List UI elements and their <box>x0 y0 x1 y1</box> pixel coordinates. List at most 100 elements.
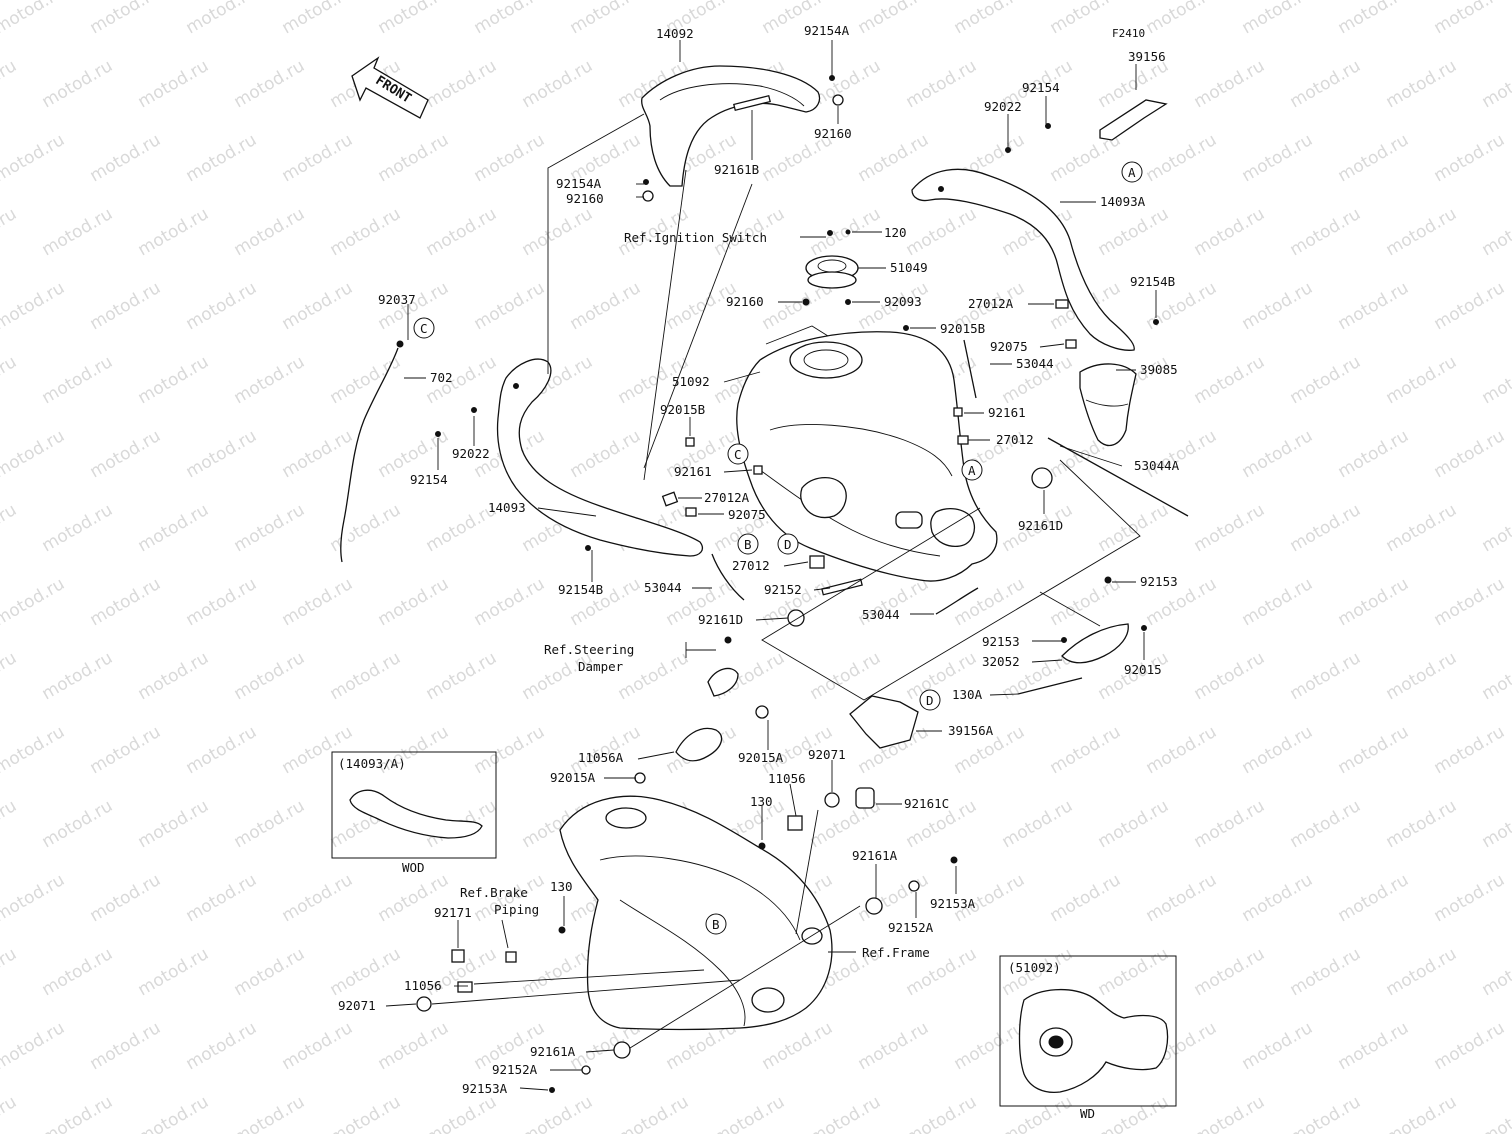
watermark-text: motod.ru <box>0 870 68 926</box>
inset-right-title: (51092) <box>1008 960 1061 975</box>
watermark-text: motod.ru <box>135 1092 213 1134</box>
watermark-text: motod.ru <box>327 648 405 704</box>
label-92161-left: 92161 <box>674 464 712 479</box>
label-130A: 130A <box>952 687 983 702</box>
watermark-text: motod.ru <box>0 944 20 1000</box>
watermark-text: motod.ru <box>567 426 645 482</box>
inset-right-caption: WD <box>1080 1106 1095 1121</box>
label-ref-brake: Ref.Brake <box>460 885 528 900</box>
watermark-text: motod.ru <box>1287 944 1365 1000</box>
label-53044A: 53044A <box>1134 458 1180 473</box>
watermark-text: motod.ru <box>1431 574 1509 630</box>
watermark-text: motod.ru <box>1239 278 1317 334</box>
watermark-text: motod.ru <box>423 56 501 112</box>
watermark-text: motod.ru <box>231 204 309 260</box>
label-ref-brake-piping: Piping <box>494 902 539 917</box>
watermark-text: motod.ru <box>855 870 933 926</box>
hardware-small-parts <box>340 75 1159 1093</box>
watermark-text: motod.ru <box>1143 870 1221 926</box>
label-92037: 92037 <box>378 292 416 307</box>
label-27012-mid: 27012 <box>732 558 770 573</box>
label-92161A-bottom: 92161A <box>530 1044 576 1059</box>
inset-51092-wd: (51092) WD <box>999 955 1177 1121</box>
callout-B-mid: B <box>744 537 752 552</box>
watermark-text: motod.ru <box>423 204 501 260</box>
part-labels: 14092 92154A 92160 92161B 92154A 92160 R… <box>338 23 1180 1096</box>
watermark-text: motod.ru <box>39 56 117 112</box>
label-ref-frame: Ref.Frame <box>862 945 930 960</box>
label-39156A: 39156A <box>948 723 994 738</box>
watermark-text: motod.ru <box>471 0 549 38</box>
watermark-text: motod.ru <box>39 500 117 556</box>
watermark-text: motod.ru <box>903 56 981 112</box>
watermark-text: motod.ru <box>1479 56 1512 112</box>
watermark-text: motod.ru <box>0 648 20 704</box>
watermark-text: motod.ru <box>1191 500 1269 556</box>
watermark-text: motod.ru <box>183 722 261 778</box>
watermark-text: motod.ru <box>1335 0 1413 38</box>
label-ref-steering-damper: Damper <box>578 659 624 674</box>
callout-A-top: A <box>1128 165 1136 180</box>
watermark-text: motod.ru <box>1143 130 1221 186</box>
watermark-text: motod.ru <box>327 500 405 556</box>
watermark-text: motod.ru <box>519 56 597 112</box>
watermark-text: motod.ru <box>1335 1018 1413 1074</box>
watermark-text: motod.ru <box>951 574 1029 630</box>
watermark-text: motod.ru <box>279 130 357 186</box>
watermark-text: motod.ru <box>1335 574 1413 630</box>
label-92160-top: 92160 <box>814 126 852 141</box>
watermark-text: motod.ru <box>1335 426 1413 482</box>
fuel-tank-51092 <box>736 331 998 582</box>
watermark-text: motod.ru <box>87 130 165 186</box>
watermark-text: motod.ru <box>1335 278 1413 334</box>
watermark-text: motod.ru <box>375 0 453 38</box>
watermark-text: motod.ru <box>1239 574 1317 630</box>
watermark-text: motod.ru <box>183 1018 261 1074</box>
callout-B-bottom: B <box>712 917 720 932</box>
watermark-text: motod.ru <box>999 796 1077 852</box>
watermark-text: motod.ru <box>1095 500 1173 556</box>
label-39085: 39085 <box>1140 362 1178 377</box>
label-92154B-right: 92154B <box>1130 274 1175 289</box>
watermark-text: motod.ru <box>0 0 68 38</box>
label-92015A-left: 92015A <box>550 770 596 785</box>
watermark-text: motod.ru <box>39 1092 117 1134</box>
label-92152A-right: 92152A <box>888 920 934 935</box>
watermark-text: motod.ru <box>711 1092 789 1134</box>
watermark-text: motod.ru <box>87 722 165 778</box>
watermark-text: motod.ru <box>1335 870 1413 926</box>
label-92015A-right: 92015A <box>738 750 784 765</box>
watermark-text: motod.ru <box>1287 796 1365 852</box>
watermark-text: motod.ru <box>231 500 309 556</box>
watermark-text: motod.ru <box>183 0 261 38</box>
label-92161B: 92161B <box>714 162 759 177</box>
label-92153A-right: 92153A <box>930 896 976 911</box>
watermark-text: motod.ru <box>1431 130 1509 186</box>
label-27012-right: 27012 <box>996 432 1034 447</box>
label-92152: 92152 <box>764 582 802 597</box>
watermark-text: motod.ru <box>87 870 165 926</box>
watermark-text: motod.ru <box>375 574 453 630</box>
bracket-32052 <box>1061 623 1129 664</box>
watermark-text: motod.ru <box>615 1092 693 1134</box>
watermark-text: motod.ru <box>327 204 405 260</box>
watermark-text: motod.ru <box>135 204 213 260</box>
rubber-strips-53044 <box>711 339 1189 615</box>
watermark-text: motod.ru <box>0 130 68 186</box>
watermark-text: motod.ru <box>1431 722 1509 778</box>
label-ref-ignition-switch: Ref.Ignition Switch <box>624 230 767 245</box>
label-92161D-right: 92161D <box>1018 518 1063 533</box>
label-130-left: 130 <box>550 879 573 894</box>
label-92015B-top: 92015B <box>940 321 985 336</box>
watermark-text: motod.ru <box>135 56 213 112</box>
label-92153-a: 92153 <box>1140 574 1178 589</box>
label-92161C: 92161C <box>904 796 949 811</box>
watermark-text: motod.ru <box>1431 870 1509 926</box>
watermark-text: motod.ru <box>1047 722 1125 778</box>
upper-cover-14092 <box>641 65 821 187</box>
watermark-text: motod.ru <box>135 648 213 704</box>
watermark-text: motod.ru <box>279 278 357 334</box>
watermark-text: motod.ru <box>1431 0 1509 38</box>
watermark-text: motod.ru <box>183 574 261 630</box>
